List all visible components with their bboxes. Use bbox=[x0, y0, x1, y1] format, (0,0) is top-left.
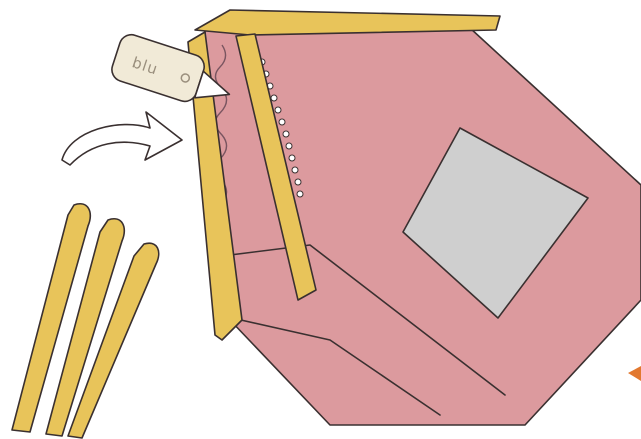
loose-sticks bbox=[12, 204, 159, 438]
curved-arrow-icon bbox=[62, 112, 182, 165]
accent-mark bbox=[628, 366, 641, 381]
